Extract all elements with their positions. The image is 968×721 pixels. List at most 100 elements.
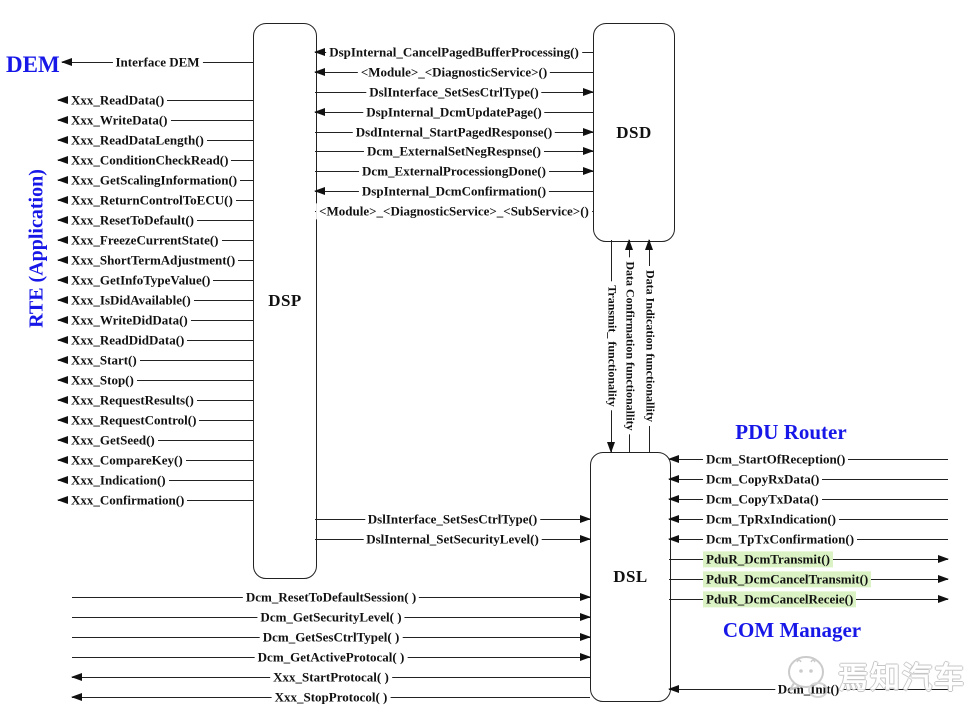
arrowhead-right-icon — [583, 88, 594, 96]
call-label: Xxx_StartProtocal( ) — [270, 669, 392, 686]
arrowhead-right-icon — [580, 593, 591, 601]
arrowhead-left-icon — [57, 316, 68, 324]
dsl-box: DSL — [590, 452, 671, 702]
arrowhead-left-icon — [668, 685, 679, 693]
call-label: Xxx_ShortTermAdjustment() — [68, 252, 239, 269]
arrowhead-left-icon — [57, 496, 68, 504]
call-arrow: Xxx_Stop() — [57, 372, 253, 390]
functionality-link: Transmit_ functionality — [603, 240, 621, 453]
call-label: PduR_DcmCancelTransmit() — [703, 571, 872, 588]
watermark-logo-icon — [787, 656, 828, 698]
call-label: Xxx_FreezeCurrentState() — [68, 232, 222, 249]
call-label: Xxx_ReadData() — [68, 92, 168, 109]
call-label: Interface DEM — [112, 54, 203, 71]
arrowhead-left-icon — [668, 495, 679, 503]
arrowhead-left-icon — [57, 336, 68, 344]
call-arrow: Xxx_StartProtocal( ) — [71, 669, 590, 687]
call-label: Xxx_WriteDidData() — [68, 312, 191, 329]
call-arrow: DsdInternal_StartPagedResponse() — [315, 124, 594, 142]
call-label: Dcm_ExternalSetNegRespnse() — [363, 143, 545, 160]
call-arrow: <Module>_<DiagnosticService>() — [314, 64, 593, 82]
arrowhead-left-icon — [57, 436, 68, 444]
call-label: DspInternal_DcmUpdatePage() — [363, 104, 545, 121]
arrowhead-left-icon — [314, 187, 325, 195]
functionality-link: Data Indication functionallity — [641, 239, 659, 452]
dsp-box: DSP — [253, 23, 317, 579]
call-arrow: Xxx_WriteDidData() — [57, 312, 253, 330]
call-label: Xxx_CompareKey() — [68, 452, 186, 469]
call-arrow: DslInterface_SetSesCtrlType() — [315, 511, 591, 529]
arrowhead-left-icon — [668, 535, 679, 543]
arrowhead-left-icon — [57, 156, 68, 164]
arrowhead-right-icon — [580, 613, 591, 621]
arrowhead-right-icon — [583, 128, 594, 136]
arrowhead-left-icon — [668, 455, 679, 463]
arrowhead-left-icon — [57, 216, 68, 224]
arrowhead-left-icon — [71, 693, 82, 701]
call-label: Xxx_RequestResults() — [68, 392, 197, 409]
call-label: Xxx_ReadDidData() — [68, 332, 188, 349]
arrowhead-left-icon — [61, 58, 72, 66]
call-label: Xxx_RequestControl() — [68, 412, 200, 429]
arrowhead-right-icon — [938, 575, 949, 583]
arrowhead-right-icon — [580, 515, 591, 523]
call-label: Xxx_Confirmation() — [68, 492, 188, 509]
call-label: Dcm_ExternalProcessiongDone() — [359, 163, 549, 180]
call-label: Dcm_GetActiveProtocal( ) — [254, 649, 408, 666]
call-arrow: Dcm_ExternalSetNegRespnse() — [315, 143, 594, 161]
call-arrow: PduR_DcmCancelReceie() — [669, 591, 949, 609]
arrowhead-left-icon — [57, 376, 68, 384]
call-label: Xxx_ConditionCheckRead() — [68, 152, 232, 169]
call-label: DslInterface_SetSesCtrlType() — [366, 84, 542, 101]
call-arrow: Xxx_ReturnControlToECU() — [57, 192, 253, 210]
call-arrow: Dcm_CopyRxData() — [668, 471, 948, 489]
call-line — [58, 380, 253, 381]
call-label: Dcm_GetSesCtrlTypel( ) — [259, 629, 403, 646]
call-arrow: Dcm_ResetToDefaultSession( ) — [72, 589, 591, 607]
rte-title: RTE (Application) — [25, 169, 48, 328]
arrowhead-left-icon — [314, 48, 325, 56]
call-arrow: Dcm_TpTxConfirmation() — [668, 531, 948, 549]
call-label: <Module>_<DiagnosticService>() — [357, 64, 551, 81]
call-arrow: Xxx_ConditionCheckRead() — [57, 152, 253, 170]
call-arrow: Xxx_WriteData() — [57, 112, 253, 130]
arrowhead-right-icon — [580, 535, 591, 543]
arrowhead-left-icon — [57, 136, 68, 144]
functionality-link: Data Confirmation functionallity — [621, 239, 639, 452]
call-label: Xxx_ReadDataLength() — [68, 132, 207, 149]
arrowhead-right-icon — [580, 633, 591, 641]
call-arrow: Dcm_GetSesCtrlTypel( ) — [72, 629, 591, 647]
call-label: <Module>_<DiagnosticService>_<SubService… — [316, 203, 592, 220]
arrowhead-right-icon — [583, 167, 594, 175]
dsl-box-label: DSL — [613, 567, 648, 586]
call-arrow: PduR_DcmTransmit() — [669, 551, 949, 569]
arrowhead-right-icon — [580, 653, 591, 661]
pdu-router-title: PDU Router — [735, 420, 847, 444]
call-label: Xxx_GetInfoTypeValue() — [68, 272, 214, 289]
arrowhead-left-icon — [57, 176, 68, 184]
arrowhead-left-icon — [668, 515, 679, 523]
call-label: Xxx_ResetToDefault() — [68, 212, 197, 229]
functionality-label: Data Confirmation functionallity — [622, 257, 638, 435]
call-arrow: Xxx_Start() — [57, 352, 253, 370]
call-label: Dcm_StartOfReception() — [703, 451, 849, 468]
call-line — [58, 360, 253, 361]
arrowhead-left-icon — [57, 196, 68, 204]
call-label: Xxx_StopProtocol( ) — [271, 689, 391, 706]
call-label: Dcm_ResetToDefaultSession( ) — [242, 589, 420, 606]
call-arrow: PduR_DcmCancelTransmit() — [669, 571, 949, 589]
call-label: Xxx_ReturnControlToECU() — [68, 192, 236, 209]
watermark: 焉知汽车 — [780, 650, 966, 700]
arrowhead-left-icon — [57, 236, 68, 244]
call-arrow: Dcm_TpRxIndication() — [668, 511, 948, 529]
call-label: Dcm_CopyRxData() — [703, 471, 823, 488]
call-arrow: Xxx_GetSeed() — [57, 432, 253, 450]
functionality-label: Transmit_ functionality — [604, 281, 620, 411]
dsd-box: DSD — [593, 23, 675, 242]
call-arrow: Xxx_CompareKey() — [57, 452, 253, 470]
call-arrow: Dcm_CopyTxData() — [668, 491, 948, 509]
arrowhead-right-icon — [938, 555, 949, 563]
call-arrow: Dcm_ExternalProcessiongDone() — [315, 163, 594, 181]
call-label: DsdInternal_StartPagedResponse() — [352, 124, 556, 141]
